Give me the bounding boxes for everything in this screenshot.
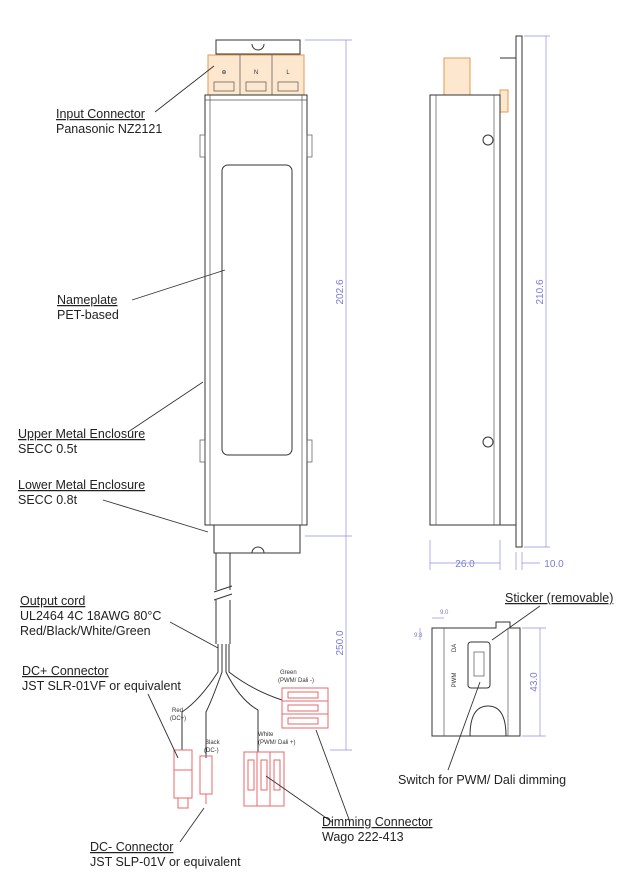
side-top-flange (500, 35, 523, 59)
wire-red (181, 644, 219, 750)
wire-label-white-sub: (PWM/ Dali +) (258, 740, 296, 746)
nameplate-title: Nameplate (57, 293, 117, 307)
dimming-switch (467, 641, 491, 689)
wire-black (205, 644, 223, 758)
leader-dc-plus (147, 693, 179, 759)
end-body (431, 621, 521, 737)
dim-front-height: 202.6 (335, 279, 346, 304)
dimming-connector-green (281, 687, 329, 729)
leader-sticker (491, 605, 541, 641)
dim-end-small-side: 9.8 (414, 633, 423, 639)
top-mount-tab (215, 39, 301, 55)
bottom-mount-tab (213, 524, 301, 554)
terminal-n-label: N (254, 70, 258, 76)
leader-switch (447, 681, 481, 771)
leader-dimming-b (315, 729, 351, 823)
output-cord-title: Output cord (20, 594, 85, 608)
switch-label-dali: DA (452, 644, 458, 652)
leader-input-connector (154, 65, 215, 113)
leader-dimming-a (265, 775, 333, 823)
sticker-title: Sticker (removable) (505, 591, 613, 605)
input-connector-desc: Panasonic NZ2121 (56, 122, 162, 136)
dc-plus-title: DC+ Connector (22, 664, 109, 678)
nameplate (221, 164, 293, 456)
dc-plus-desc: JST SLR-01VF or equivalent (22, 679, 181, 693)
leader-lines (102, 65, 541, 843)
nameplate-desc: PET-based (57, 308, 119, 322)
leader-lower-enclosure (102, 499, 209, 533)
dim-end-small-top: 9.0 (440, 610, 449, 616)
input-connector-block (207, 54, 305, 96)
dim-side-depth: 26.0 (455, 559, 475, 570)
cord-break (213, 585, 233, 601)
output-cord-line2: Red/Black/White/Green (20, 624, 151, 638)
wire-green (228, 644, 283, 701)
switch-title: Switch for PWM/ Dali dimming (398, 773, 566, 787)
callout-labels: Input Connector Panasonic NZ2121 Namepla… (18, 107, 613, 869)
end-cord-opening (469, 705, 507, 737)
dc-minus-desc: JST SLP-01V or equivalent (90, 855, 241, 869)
wire-white (225, 644, 259, 752)
dim-flange: 10.0 (544, 559, 564, 570)
leader-dc-minus (179, 807, 205, 843)
dc-minus-connector (199, 755, 213, 795)
upper-enclosure-title: Upper Metal Enclosure (18, 427, 145, 441)
lower-enclosure-desc: SECC 0.8t (18, 493, 78, 507)
output-cord-lower (215, 600, 231, 644)
dim-side-height: 210.6 (535, 279, 546, 304)
output-cord-upper (215, 553, 231, 590)
wire-label-black-sub: (DC-) (204, 748, 219, 754)
terminal-l-label: L (286, 70, 290, 76)
dc-minus-title: DC- Connector (90, 840, 173, 854)
wire-label-green: Green (280, 670, 297, 676)
output-cord-line1: UL2464 4C 18AWG 80°C (20, 609, 161, 623)
side-body (429, 94, 501, 526)
side-connector (443, 57, 471, 96)
dimming-connector-white (243, 751, 285, 807)
input-connector-title: Input Connector (56, 107, 145, 121)
wire-label-red-sub: (DC+) (170, 716, 186, 722)
wire-label-black: Black (205, 740, 221, 746)
wire-label-green-sub: (PWM/ Dali -) (278, 678, 314, 684)
dim-cord-length: 250.0 (335, 630, 346, 655)
lower-enclosure-title: Lower Metal Enclosure (18, 478, 145, 492)
wire-label-white: White (258, 732, 274, 738)
leader-nameplate (131, 269, 226, 301)
side-bottom-flange (500, 524, 523, 548)
end-view: DA PWM 43.0 9.0 9.8 (414, 610, 546, 737)
dim-end-height: 43.0 (529, 672, 540, 692)
terminal-earth-label: ⊕ (221, 70, 226, 76)
leader-upper-enclosure (127, 381, 204, 433)
dc-plus-connector (173, 749, 193, 799)
upper-enclosure-desc: SECC 0.5t (18, 442, 78, 456)
dimming-desc: Wago 222-413 (322, 830, 404, 844)
side-view: 210.6 26.0 10.0 (429, 35, 564, 570)
dimming-title: Dimming Connector (322, 815, 432, 829)
top-mount-notch (251, 43, 265, 51)
wire-label-red: Red (172, 708, 183, 714)
leader-output-cord (169, 621, 219, 649)
switch-label-pwm: PWM (452, 673, 458, 688)
front-view: ⊕ N L (170, 39, 352, 809)
